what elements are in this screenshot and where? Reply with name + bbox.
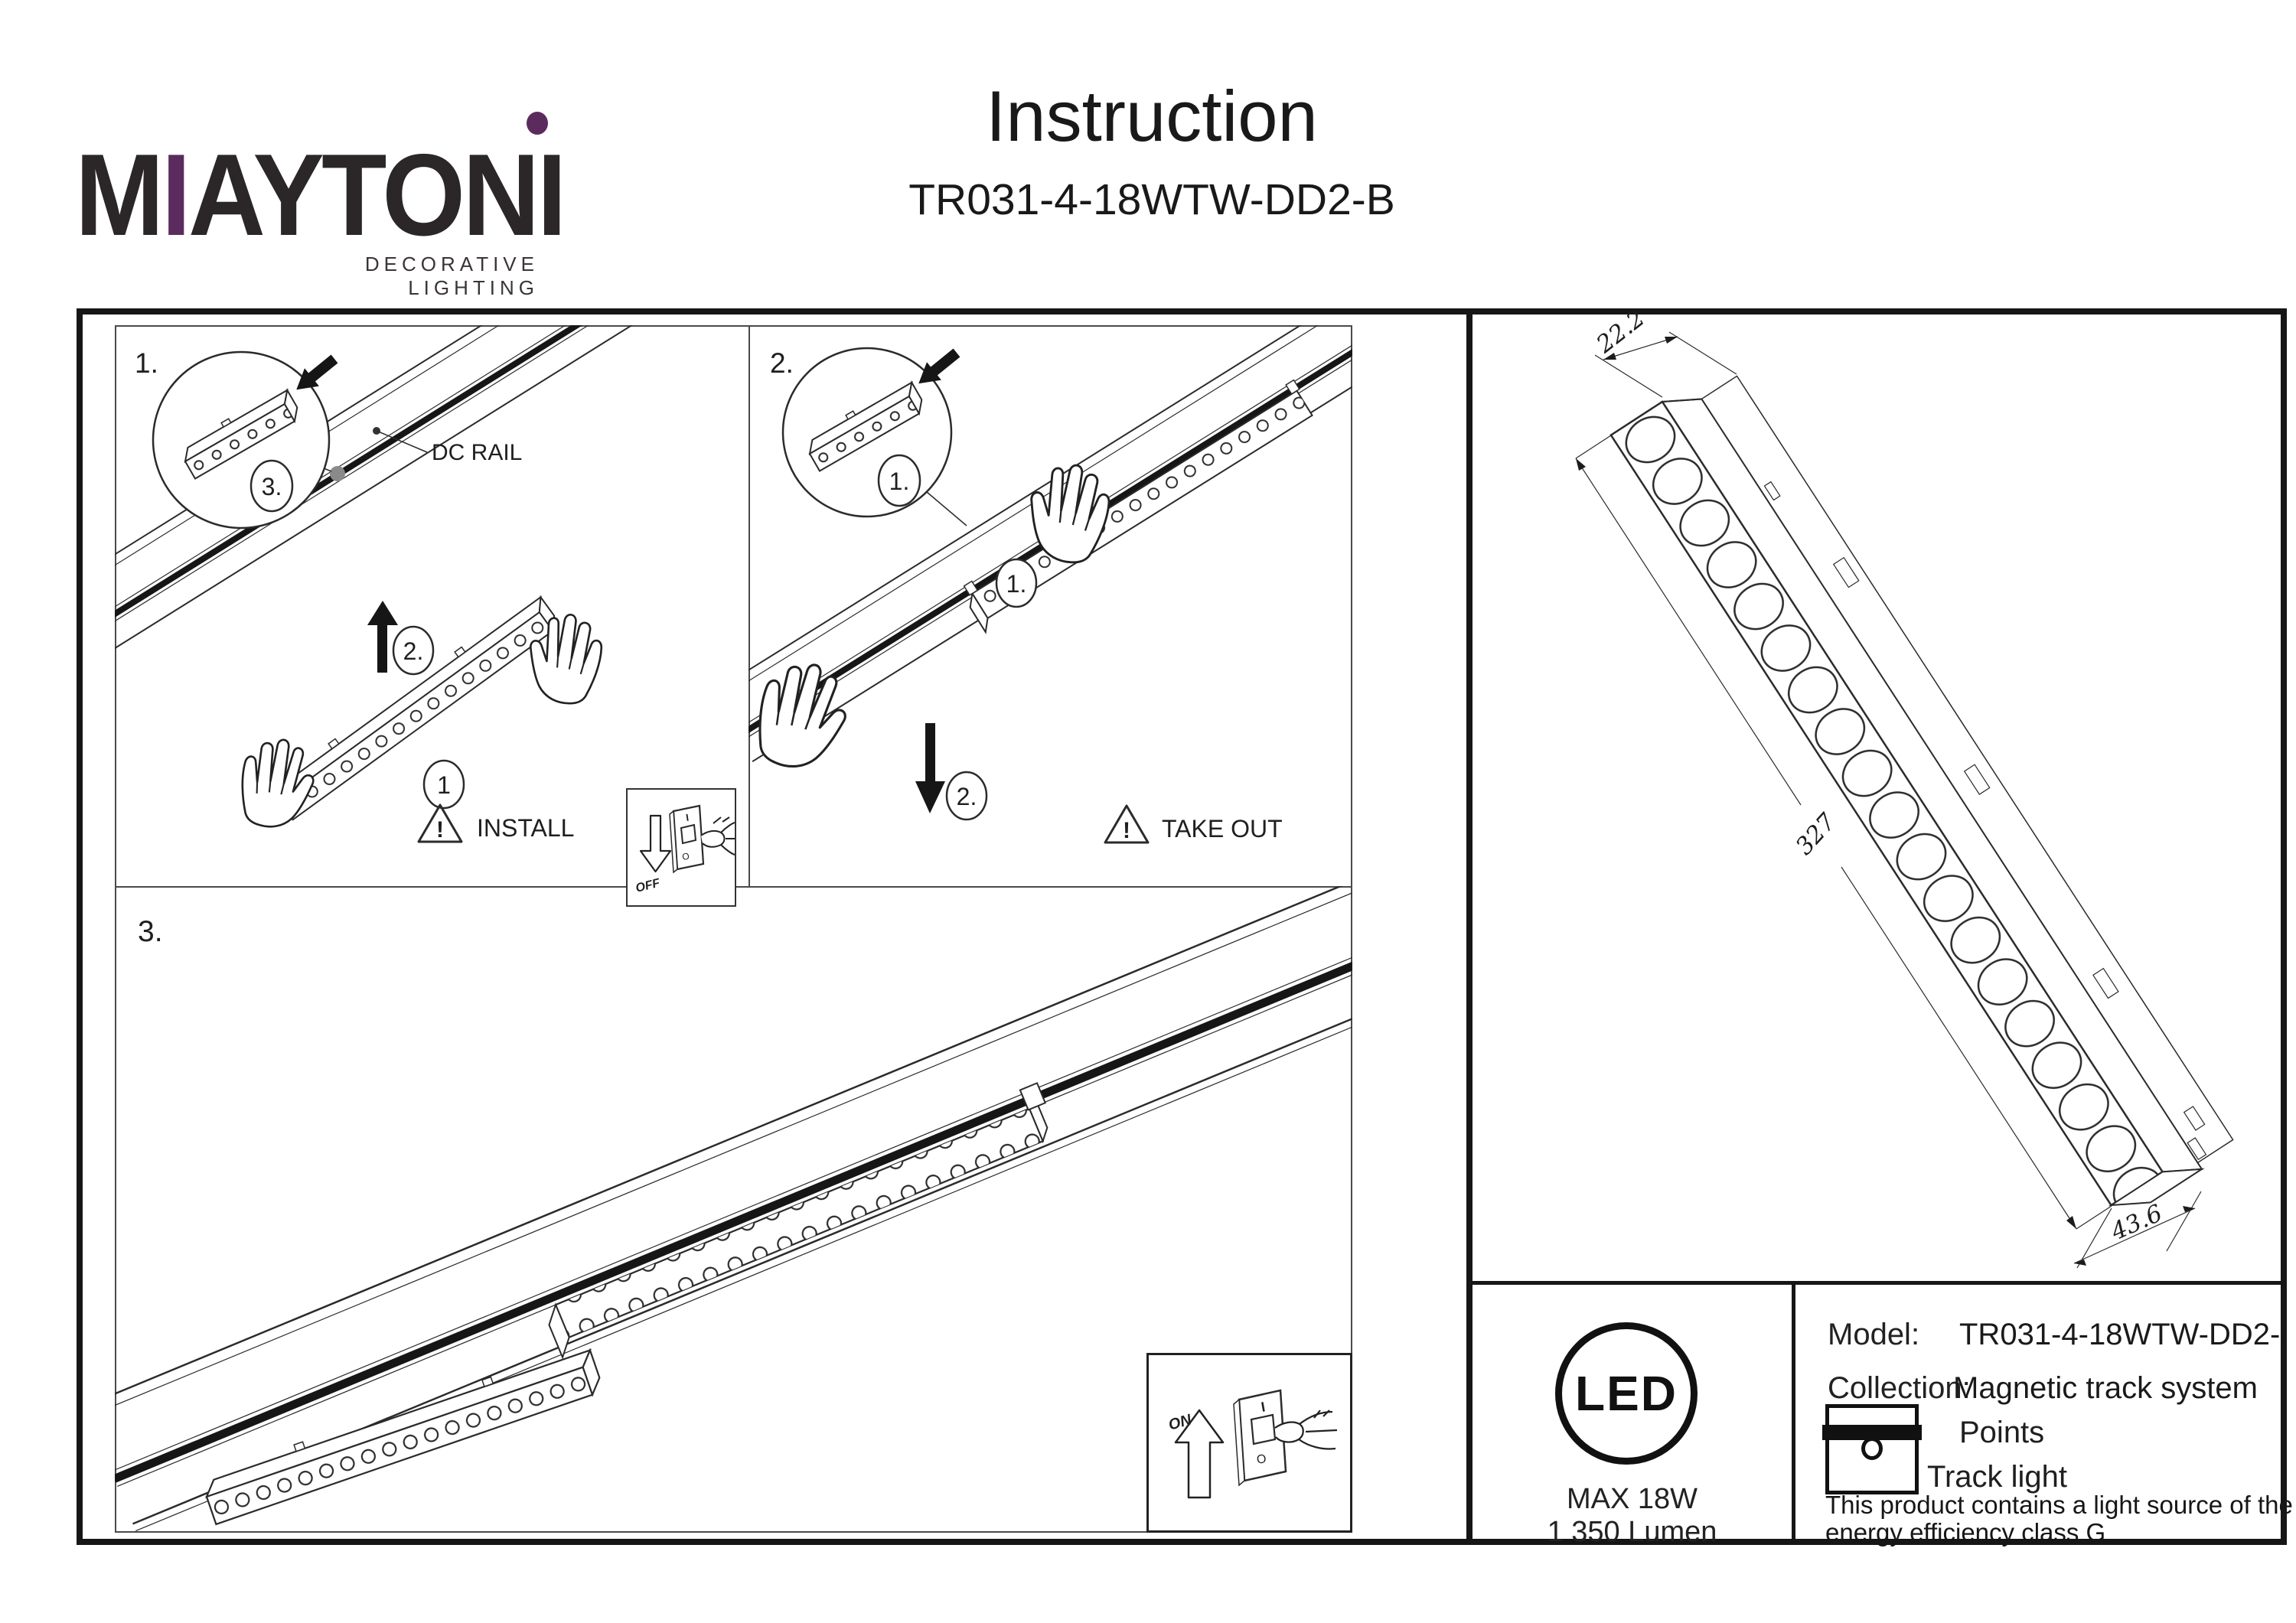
energy-note-line1: This product contains a light source of … <box>1825 1491 2293 1519</box>
brand-dot-icon <box>527 112 548 135</box>
svg-text:43.6: 43.6 <box>2106 1199 2167 1246</box>
take-out-label: TAKE OUT <box>1162 815 1283 842</box>
fixture-step-number: 1. <box>1006 570 1027 598</box>
track-light-label: Track light <box>1927 1460 2068 1494</box>
track-light-type-icon <box>1825 1404 1919 1494</box>
title-block: Instruction TR031-4-18WTW-DD2-B <box>765 75 1538 225</box>
power-on-inset: ON I O <box>1146 1353 1352 1533</box>
step-number: 1. <box>135 347 158 379</box>
collection-value: Magnetic track system <box>1953 1371 2258 1405</box>
spec-divider-vertical <box>1792 1281 1795 1545</box>
svg-text:!: ! <box>436 817 444 842</box>
up-arrow-icon <box>1174 1409 1225 1499</box>
inset-step-number: 1. <box>889 468 910 495</box>
brand-tagline: DECORATIVE LIGHTING <box>364 253 539 299</box>
push-up-arrow-icon <box>367 601 398 673</box>
take-out-diagram: 1. 2. 1. 2. ! TAKE OUT <box>748 325 1352 844</box>
hand-flip-icon <box>700 816 735 855</box>
collection-points-label: Points <box>1959 1416 2045 1449</box>
install-label: INSTALL <box>477 814 574 842</box>
inset-step-number: 3. <box>262 473 282 500</box>
dc-rail-label: DC RAIL <box>432 440 522 465</box>
energy-note-line2: energy efficiency class G <box>1825 1518 2106 1546</box>
outer-frame <box>77 308 2287 1545</box>
track-light-type-icon-band <box>1822 1425 1922 1440</box>
wall-switch-icon: I O <box>669 804 705 874</box>
mounted-fixture <box>548 1082 1049 1360</box>
fixture-top-face <box>1661 398 2203 1173</box>
svg-text:O: O <box>681 851 690 862</box>
off-label: OFF <box>634 876 662 895</box>
detail-inset-circle: 1. <box>781 344 964 518</box>
model-code-title: TR031-4-18WTW-DD2-B <box>908 175 1395 224</box>
brand-logo: MIAYTONI <box>75 129 567 262</box>
arrow-step-number: 2. <box>957 783 977 810</box>
brand-seg: AYTON <box>188 130 540 260</box>
page-title: Instruction <box>986 76 1318 156</box>
warning-triangle-icon: ! <box>1104 804 1150 844</box>
brand-accent-stroke: I <box>161 130 191 260</box>
dimension-width-top: 22.2 <box>1591 311 1737 398</box>
brand-seg: I <box>536 130 567 260</box>
svg-text:!: ! <box>1123 818 1130 843</box>
left-hand-icon <box>233 732 321 835</box>
power-on-drawing: ON I O <box>1166 1389 1338 1499</box>
vertical-divider <box>1466 308 1473 1545</box>
dc-rail-track <box>115 886 1352 1532</box>
arrow-step-number: 2. <box>403 637 424 665</box>
led-logo-text: LED <box>1575 1366 1678 1421</box>
callout-dot <box>330 466 345 481</box>
track-light-fixture <box>205 1348 601 1526</box>
track-light-type-icon-spot <box>1861 1437 1883 1460</box>
power-off-drawing: OFF I O <box>634 804 735 895</box>
down-arrow-icon <box>639 814 672 873</box>
wall-switch-icon: I O <box>1233 1389 1287 1487</box>
max-power-label: MAX 18W <box>1566 1483 1698 1515</box>
detail-inset-circle: 3. <box>152 350 342 530</box>
spec-divider-horizontal <box>1473 1281 2287 1285</box>
pull-down-arrow-icon <box>915 723 945 813</box>
svg-text:22.2: 22.2 <box>1591 311 1650 359</box>
model-label: Model: <box>1828 1318 1920 1351</box>
brand-seg: M <box>75 130 164 260</box>
svg-text:O: O <box>1256 1452 1267 1467</box>
warning-triangle-icon: ! <box>417 803 463 843</box>
lumen-label: 1 350 Lumen <box>1547 1516 1717 1548</box>
led-logo: LED <box>1555 1322 1698 1465</box>
step-number: 2. <box>770 347 794 379</box>
svg-text:327: 327 <box>1790 808 1841 860</box>
mounted-overview-diagram: 3. <box>115 886 1352 1532</box>
fixture-end-face <box>2108 1168 2205 1207</box>
install-diagram: DC RAIL 3. 1. 2. 1 <box>115 325 750 843</box>
step-number: 3. <box>138 915 163 948</box>
collection-label: Collection: <box>1828 1371 1971 1405</box>
svg-text:I: I <box>1260 1399 1266 1415</box>
panel-mounted-view <box>115 886 1352 1533</box>
svg-text:I: I <box>685 812 690 823</box>
hand-flip-icon <box>1274 1410 1338 1450</box>
model-value: TR031-4-18WTW-DD2- <box>1959 1318 2281 1351</box>
product-technical-drawing: 22.2 327 43.6 <box>1575 311 2234 1269</box>
mounted-fixture <box>963 379 1313 634</box>
power-off-inset: OFF I O <box>626 788 736 907</box>
fixture-step-number: 1 <box>437 771 451 799</box>
dc-rail-track <box>748 325 1352 763</box>
